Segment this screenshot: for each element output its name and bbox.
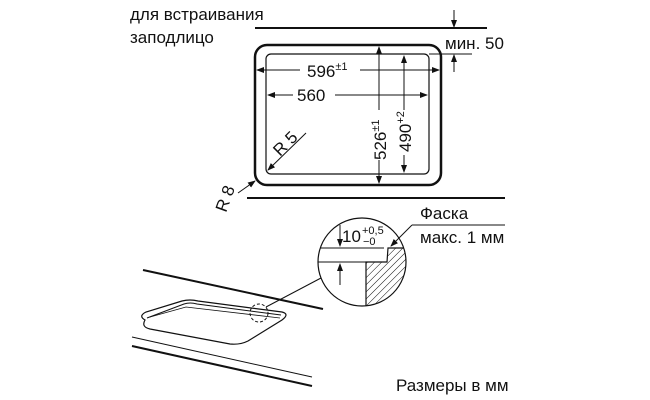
outer-radius-label: R 8 [212,183,239,214]
chamfer-label: Фаска [420,204,469,223]
inner-radius-label: R 5 [269,128,301,160]
inner-width-label: 560 [297,86,325,105]
inner-cutout [265,53,430,175]
detail-circle: 10 +0,5 −0 [317,217,407,307]
flush-label-line2: заподлицо [130,28,214,47]
inner-depth-label: 490+2 [395,111,415,152]
min-gap-label: мин. 50 [445,34,504,53]
chamfer-max-label: макс. 1 мм [420,228,504,247]
step-tol-plus: +0,5 [362,225,384,237]
detail-marker [249,303,269,323]
step-tol-minus: −0 [363,236,376,248]
flush-label-line1: для встраивания [130,5,264,24]
step-height-label: 10 [342,227,361,246]
outer-width-label: 596±1 [307,61,348,81]
outer-cutout [253,43,443,187]
top-view: мин. 50 596±1 560 526±1 490+2 R 5 R 8 [212,10,505,214]
perspective-view: 10 +0,5 −0 Фаска макс. 1 мм [131,204,505,387]
units-note: Размеры в мм [396,376,509,395]
outer-depth-label: 526±1 [370,119,390,160]
